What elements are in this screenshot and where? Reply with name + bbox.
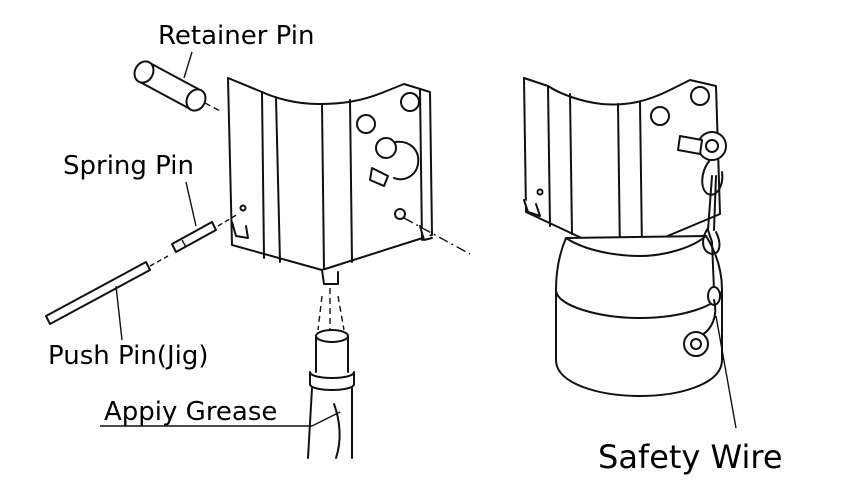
leader-lines xyxy=(100,51,737,429)
retainer-pin xyxy=(133,60,223,113)
label-spring-pin: Spring Pin xyxy=(63,151,194,181)
cylinder-housing xyxy=(555,235,723,397)
safety-wire xyxy=(677,131,727,357)
right-bracket-body xyxy=(523,77,721,257)
label-apply-grease: Appiy Grease xyxy=(104,397,277,427)
bracket-body xyxy=(227,77,471,331)
push-pin-jig xyxy=(45,255,169,325)
left-bracket-assembly xyxy=(45,60,471,459)
label-safety-wire: Safety Wire xyxy=(598,438,783,476)
label-push-pin: Push Pin(Jig) xyxy=(48,341,208,371)
right-bracket-assembly xyxy=(523,77,727,397)
grease-fitting xyxy=(307,329,355,459)
label-retainer-pin: Retainer Pin xyxy=(158,21,314,51)
spring-pin xyxy=(171,213,239,253)
